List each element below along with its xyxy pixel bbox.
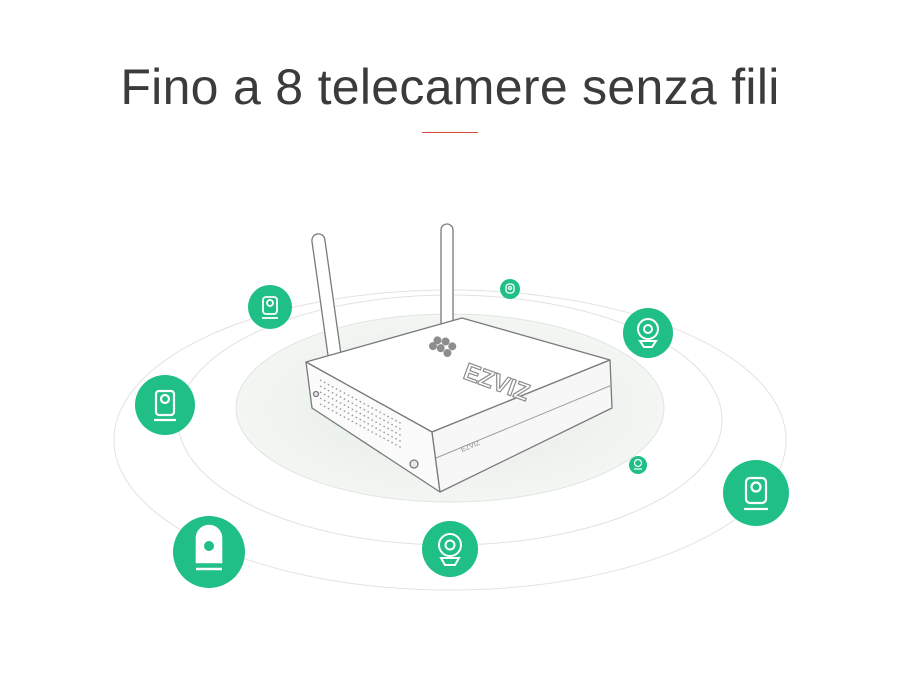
camera-badge	[248, 285, 292, 329]
power-button-icon	[409, 459, 419, 469]
dome-camera-icon	[637, 318, 659, 348]
device-front	[431, 359, 613, 493]
camera-badge	[623, 308, 673, 358]
camera-badge	[135, 375, 195, 435]
dome-camera-icon	[438, 533, 462, 566]
mini-camera-icon	[505, 283, 515, 294]
cube-camera-icon	[262, 296, 278, 319]
cube-camera-icon	[154, 389, 176, 422]
camera-badge	[173, 516, 245, 588]
camera-badge	[500, 279, 520, 299]
camera-badge	[629, 456, 647, 474]
title-underline	[422, 132, 478, 133]
camera-badge	[723, 460, 789, 526]
camera-badge	[422, 521, 478, 577]
cube-camera-icon	[195, 524, 223, 571]
nvr-device	[305, 223, 613, 493]
brand-logo-icon	[428, 336, 457, 357]
mini-camera-icon	[633, 458, 643, 470]
page-title: Fino a 8 telecamere senza fili	[120, 59, 780, 115]
cube-camera-icon	[744, 476, 768, 511]
